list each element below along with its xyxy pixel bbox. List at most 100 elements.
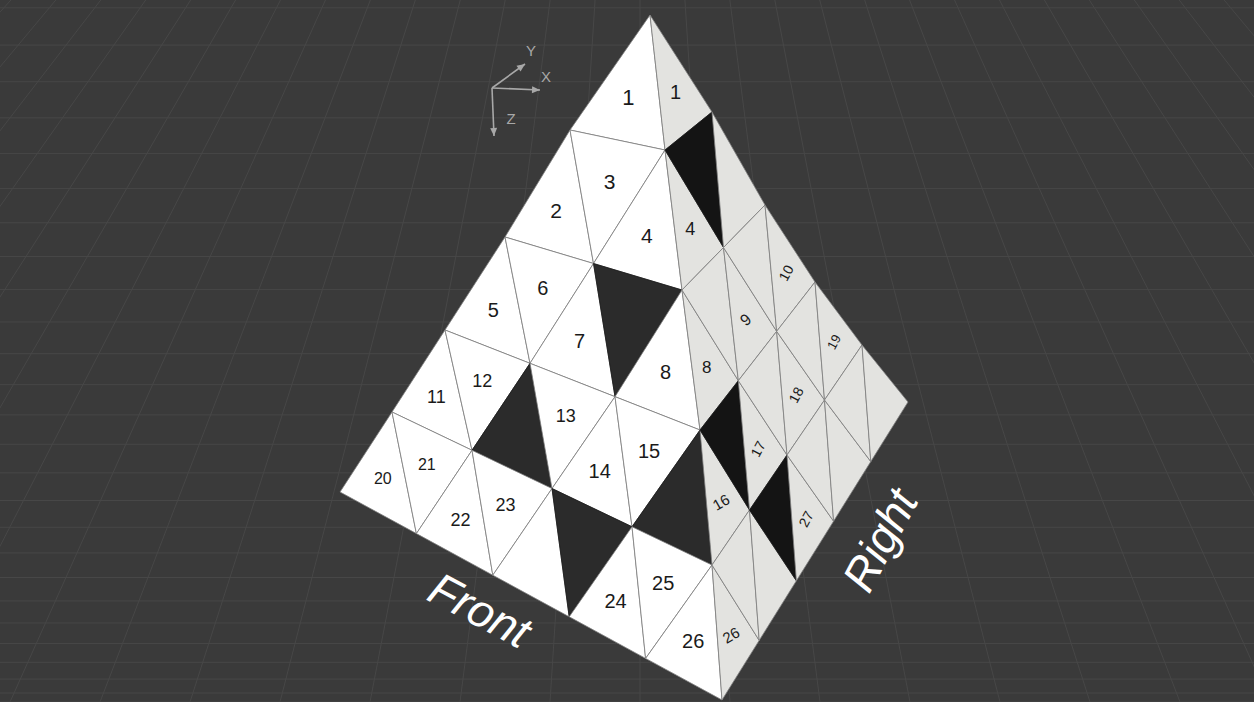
grid-line (640, 0, 1254, 702)
triangle-number: 14 (589, 461, 611, 481)
grid-line (640, 0, 1254, 702)
face-title: Front (422, 564, 538, 655)
grid-line (640, 0, 1254, 702)
grid-line (640, 0, 1254, 702)
grid-line (640, 0, 1254, 702)
grid-line (0, 0, 640, 702)
triangle-number: 5 (488, 300, 499, 320)
face-triangle (570, 15, 665, 150)
axis-gizmo (490, 64, 540, 136)
triangle-number: 21 (418, 457, 436, 473)
triangle-number: 24 (604, 591, 626, 611)
grid-line (0, 7, 1254, 8)
face-triangle (862, 345, 908, 462)
triangle-number: 8 (702, 358, 711, 375)
grid-line (640, 0, 1254, 702)
grid-line (0, 0, 640, 702)
triangle-number: 23 (496, 496, 516, 514)
triangle-number: 4 (685, 220, 695, 238)
grid-line (640, 0, 1254, 702)
grid-line (0, 0, 640, 702)
grid-line (0, 0, 640, 702)
triangle-number: 6 (537, 278, 548, 298)
grid-line (190, 0, 640, 702)
grid-line (640, 0, 1254, 702)
triangle-number: 10 (776, 263, 796, 283)
axis-label: X (541, 69, 551, 84)
triangle-number: 13 (556, 407, 576, 425)
grid-line (640, 0, 1254, 702)
grid-line (640, 0, 1254, 702)
grid-line (640, 0, 1254, 702)
grid-line (640, 0, 1254, 702)
triangle-number: 3 (604, 171, 616, 192)
triangle-number: 25 (652, 573, 674, 593)
grid-line (0, 662, 1254, 663)
grid-line (640, 0, 1254, 702)
triangle-number: 22 (450, 511, 470, 529)
grid-line (640, 0, 1254, 702)
grid-line (0, 0, 640, 702)
grid-line (0, 0, 640, 702)
grid-line (640, 0, 1254, 702)
grid-line (10, 0, 640, 702)
triangle-number: 18 (786, 385, 806, 405)
face-triangle (646, 565, 722, 700)
grid-line (640, 0, 1254, 702)
triangle-number: 12 (472, 372, 492, 390)
grid-line (640, 0, 1254, 702)
grid-line (0, 0, 640, 702)
grid-line (0, 0, 640, 702)
triangle-number: 20 (374, 471, 392, 487)
grid-line (640, 0, 1254, 702)
grid-line (640, 0, 1254, 702)
grid-line (0, 0, 640, 702)
grid-line (640, 0, 1254, 702)
triangle-number: 26 (682, 631, 704, 651)
triangle-number: 2 (550, 200, 562, 221)
grid-line (0, 0, 640, 702)
triangle-number: 26 (720, 624, 742, 645)
triangle-number: 19 (825, 333, 843, 352)
grid-line (640, 0, 1254, 702)
grid-line (0, 0, 640, 702)
grid-line (640, 0, 1254, 702)
axis-arrowhead (516, 64, 525, 72)
grid-line (0, 0, 640, 702)
grid-line (0, 0, 640, 702)
grid-line (0, 45, 1254, 46)
axis-line (492, 64, 525, 88)
grid-line (640, 0, 1254, 702)
triangle-number: 7 (574, 331, 585, 351)
grid-line (0, 693, 1254, 694)
grid-line (0, 0, 640, 702)
grid-line (640, 0, 1090, 702)
triangle-number: 1 (622, 87, 634, 109)
grid-line (640, 0, 1254, 702)
grid-line (640, 0, 1254, 702)
axis-label: Y (526, 43, 536, 58)
grid-line (0, 0, 640, 702)
grid-line (0, 0, 640, 702)
triangle-number: 11 (427, 388, 446, 406)
triangle-number: 17 (748, 438, 768, 458)
grid-line (0, 0, 640, 702)
grid-line (0, 0, 640, 702)
grid-line (640, 0, 1254, 702)
grid-line (640, 0, 1180, 702)
grid-line (0, 0, 640, 702)
grid-line (0, 0, 640, 702)
grid-line (640, 0, 1254, 702)
grid-line (0, 0, 640, 702)
axis-arrowhead (490, 128, 497, 136)
grid-line (0, 0, 640, 702)
grid-line (640, 0, 1254, 702)
grid-line (0, 0, 640, 702)
axis-label: Z (506, 111, 515, 126)
grid-line (0, 0, 640, 702)
pyramid (340, 15, 908, 700)
grid-line (0, 0, 640, 702)
